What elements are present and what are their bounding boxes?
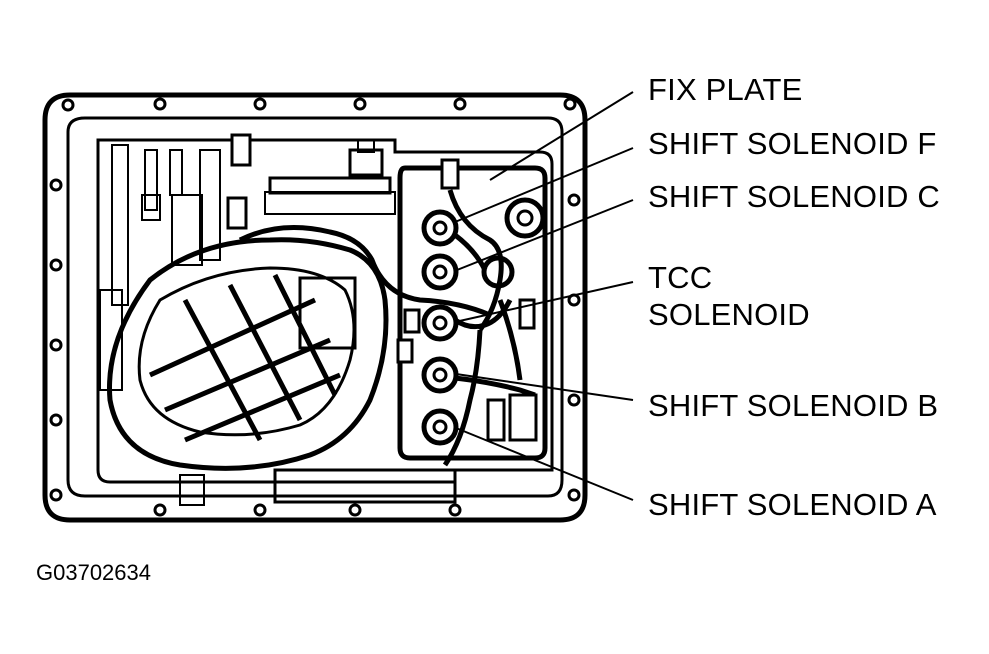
- valve-spool: [141, 194, 161, 221]
- lower-block: [179, 474, 205, 506]
- valve-spool: [144, 149, 158, 211]
- pan-inner-edge: [66, 116, 564, 498]
- bolt-hole: [567, 488, 581, 502]
- label-fix-plate: FIX PLATE: [648, 72, 803, 107]
- label-shift-solenoid-c: SHIFT SOLENOID C: [648, 179, 941, 214]
- valve-spool: [169, 149, 183, 196]
- bolt-hole: [153, 503, 167, 517]
- bolt-hole: [253, 97, 267, 111]
- bolt-hole: [49, 258, 63, 272]
- valve-spool: [199, 149, 221, 261]
- strainer-tab: [298, 276, 357, 350]
- bottom-block: [273, 468, 457, 504]
- bolt-hole: [567, 393, 581, 407]
- leader-shift-solenoid-b: [455, 373, 634, 401]
- figure-code: G03702634: [36, 560, 151, 585]
- pan-outer-flange: [42, 92, 588, 523]
- bolt-holes: [49, 97, 581, 517]
- bolt-hole: [448, 503, 462, 517]
- label-tcc-line2: SOLENOID: [648, 297, 810, 332]
- bolt-hole: [353, 97, 367, 111]
- solenoid-fix-plate: [397, 165, 548, 461]
- label-shift-solenoid-a: SHIFT SOLENOID A: [648, 487, 937, 522]
- bolt-hole: [49, 178, 63, 192]
- solenoids: [421, 197, 546, 446]
- leader-fix-plate: [489, 91, 634, 181]
- valve-spool: [171, 194, 203, 266]
- bolt-hole: [49, 488, 63, 502]
- bolt-hole: [253, 503, 267, 517]
- strainer-grid: [148, 273, 341, 443]
- connectors: [226, 133, 538, 442]
- valve-spool: [111, 144, 129, 306]
- bolt-hole: [49, 413, 63, 427]
- leader-tcc-solenoid: [454, 281, 634, 323]
- label-shift-solenoid-f: SHIFT SOLENOID F: [648, 126, 937, 161]
- pan-body-outline: [96, 138, 554, 484]
- bolt-hole: [49, 338, 63, 352]
- valve-body-left-details: [99, 144, 221, 506]
- bolt-hole: [567, 193, 581, 207]
- top-plate: [264, 139, 396, 215]
- label-tcc-line1: TCC: [648, 260, 713, 295]
- bolt-hole: [453, 97, 467, 111]
- leader-shift-solenoid-a: [455, 427, 634, 501]
- leader-shift-solenoid-f: [454, 147, 634, 223]
- label-shift-solenoid-b: SHIFT SOLENOID B: [648, 388, 939, 423]
- bolt-hole: [348, 503, 362, 517]
- bolt-hole: [61, 98, 75, 112]
- leader-lines: [454, 91, 634, 501]
- bolt-hole: [153, 97, 167, 111]
- leader-shift-solenoid-c: [456, 199, 634, 271]
- oil-strainer: [107, 237, 389, 471]
- oil-strainer-inner: [137, 266, 356, 437]
- bolt-hole: [563, 97, 577, 111]
